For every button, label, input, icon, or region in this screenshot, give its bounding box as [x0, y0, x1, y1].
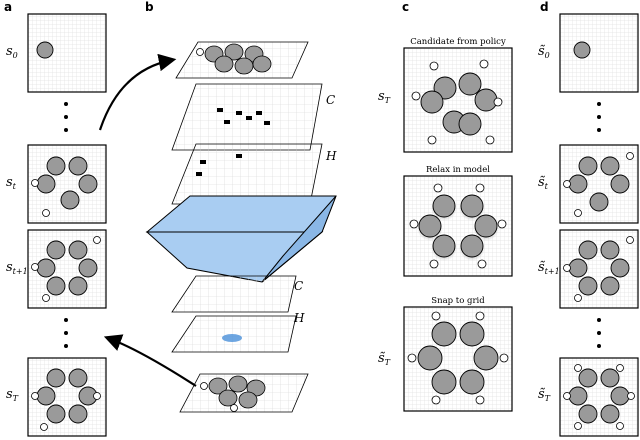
caption-candidate: Candidate from policy: [410, 37, 506, 47]
snap-box: [403, 306, 513, 412]
label-st1: st+1: [6, 260, 28, 276]
label-d-st: s̃t: [538, 175, 549, 191]
caption-snap: Snap to grid: [431, 296, 485, 306]
candidate-box: [403, 47, 513, 153]
relax-box: [403, 175, 513, 277]
panel-d-letter: d: [540, 0, 549, 14]
input-plane: [179, 373, 309, 413]
layer-label-h-bottom: H: [293, 311, 305, 325]
state-sT: [27, 357, 107, 437]
state-d-sT: [559, 357, 639, 437]
layer-label-c-top: C: [326, 93, 335, 107]
output-plane: [175, 41, 309, 79]
panel-a-letter: a: [4, 0, 12, 14]
ellipsis-dots-a-top: [64, 102, 68, 132]
arrow-down: [103, 334, 197, 387]
atom: [36, 41, 54, 59]
label-d-sT: s̃T: [538, 387, 551, 403]
label-s0: s0: [6, 44, 18, 60]
ellipsis-dots-a-bottom: [64, 318, 68, 348]
state-d-s0: [559, 13, 639, 93]
state-st: [27, 144, 107, 224]
state-d-st1: [559, 229, 639, 309]
label-d-st1: s̃t+1: [538, 260, 560, 276]
caption-relax: Relax in model: [426, 165, 490, 175]
layer-label-c-bottom: C: [294, 279, 303, 293]
layer-label-h-top: H: [325, 149, 337, 163]
h-plane-top: [171, 143, 323, 205]
c-plane-top: [171, 83, 323, 151]
h-plane-bottom: [171, 315, 297, 353]
label-st: st: [6, 175, 17, 191]
ellipsis-dots-d-bottom: [597, 318, 601, 348]
c-plane-bottom: [171, 275, 297, 313]
state-d-st: [559, 144, 639, 224]
label-d-s0: s̃0: [538, 44, 550, 60]
ellipsis-dots-d-top: [597, 102, 601, 132]
state-s0: [27, 13, 107, 93]
panel-b-letter: b: [145, 0, 154, 14]
state-st1: [27, 229, 107, 309]
label-candidate: sT: [378, 89, 391, 105]
arrow-up: [98, 53, 177, 131]
network-block: [145, 195, 337, 283]
label-sT: sT: [6, 387, 19, 403]
panel-c-letter: c: [402, 0, 409, 14]
label-snap: s̃T: [378, 351, 391, 367]
